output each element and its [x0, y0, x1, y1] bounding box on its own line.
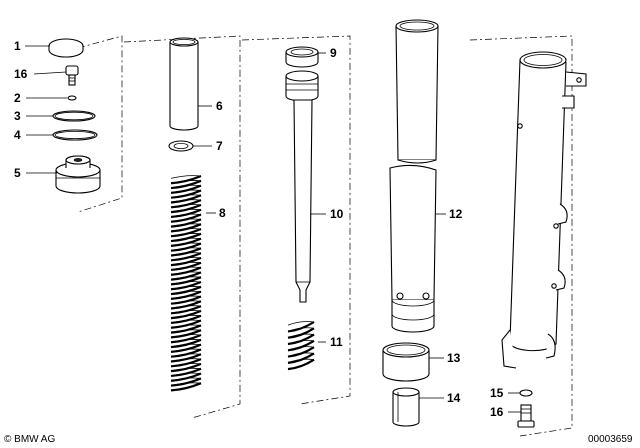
spring-coil-back — [170, 372, 202, 377]
spring-coil-back — [287, 358, 315, 364]
spring-coil-back — [170, 339, 202, 343]
spring-coil-back — [170, 367, 202, 372]
label-15: 15 — [490, 386, 504, 400]
label-9: 9 — [330, 46, 337, 60]
spring-coil-back — [170, 377, 202, 382]
copyright-text: © BMW AG — [4, 434, 55, 445]
label-11: 11 — [330, 335, 343, 349]
spring-coil-back — [170, 334, 202, 338]
spring-coil-back — [170, 223, 202, 227]
part-washer-7 — [168, 140, 194, 152]
leader-lines — [25, 45, 521, 413]
label-10: 10 — [330, 207, 344, 221]
spring-coil-back — [170, 324, 202, 329]
part-labels: 1 16 2 3 4 5 6 7 8 9 10 11 12 13 14 15 1… — [14, 39, 504, 419]
spring-coil-back — [170, 199, 202, 203]
part-plug-5 — [55, 155, 101, 194]
spring-coil-back — [287, 327, 315, 332]
spring-coil-back — [287, 346, 315, 351]
part-bush-13 — [382, 342, 430, 382]
part-tube-6 — [169, 37, 199, 131]
spring-coil-back — [170, 261, 202, 266]
spring-coil-back — [170, 266, 202, 271]
label-1: 1 — [14, 39, 21, 53]
part-bush-9 — [285, 46, 319, 68]
part-oring-4 — [52, 129, 98, 141]
spring-coil-back — [170, 290, 202, 295]
spring-coil-back — [170, 252, 202, 256]
spring-coil-back — [170, 363, 202, 367]
spring-coil-back — [170, 382, 202, 386]
part-slider-tube-12 — [389, 19, 439, 333]
part-screw-bottom — [517, 404, 535, 428]
spring-coil-back — [170, 189, 202, 194]
part-damper-rod-10 — [285, 70, 319, 303]
spring-coil-back — [170, 228, 202, 232]
spring-coil-back — [170, 286, 202, 290]
spring-coil-back — [170, 218, 202, 223]
spring-coil-back — [287, 321, 315, 326]
spring-coil-back — [170, 300, 202, 305]
label-8: 8 — [219, 206, 226, 220]
spring-coil-back — [170, 247, 202, 252]
spring-coil-back — [170, 276, 202, 280]
spring-coil-back — [170, 208, 202, 213]
label-14: 14 — [447, 391, 461, 405]
spring-coil-back — [170, 184, 202, 189]
part-cap — [48, 38, 84, 58]
spring-coil-back — [170, 305, 202, 309]
spring-coil-back — [170, 257, 202, 261]
spring-coil-back — [170, 281, 202, 285]
spring-coil-back — [170, 358, 202, 362]
spring-coil-back — [170, 213, 202, 218]
label-13: 13 — [447, 351, 461, 365]
spring-coil-back — [170, 271, 202, 276]
label-3: 3 — [14, 109, 21, 123]
part-fork-leg — [501, 51, 587, 369]
label-12: 12 — [449, 207, 463, 221]
spring-coil-back — [170, 180, 202, 184]
spring-coil-front — [287, 358, 315, 371]
spring-coil-back — [170, 295, 202, 300]
spring-coil-back — [287, 352, 315, 357]
spring-coil-back — [170, 242, 202, 247]
spring-coil-back — [170, 233, 202, 237]
part-spring-11 — [287, 321, 315, 371]
part-washer-15 — [519, 389, 533, 397]
part-oring-3 — [52, 110, 96, 122]
spring-coil-back — [170, 237, 202, 242]
spring-coil-back — [170, 329, 202, 333]
label-4: 4 — [14, 128, 21, 142]
part-bush-14 — [392, 387, 420, 427]
diagram-number: 00003659 — [588, 434, 633, 445]
spring-coil-back — [287, 339, 315, 345]
spring-coil-back — [287, 333, 315, 339]
spring-coil-back — [170, 194, 202, 199]
group-outlines — [77, 35, 573, 437]
spring-coil-back — [170, 353, 202, 358]
spring-coil-back — [170, 319, 202, 324]
label-16-top: 16 — [14, 67, 28, 81]
spring-coil-front — [170, 382, 202, 392]
label-7: 7 — [216, 139, 223, 153]
label-16-bottom: 16 — [490, 405, 504, 419]
spring-coil-back — [170, 343, 202, 348]
label-6: 6 — [216, 99, 223, 113]
label-5: 5 — [14, 166, 21, 180]
spring-coil-back — [170, 175, 202, 179]
spring-coil-back — [170, 204, 202, 208]
part-screw-top — [65, 65, 79, 86]
spring-coil-back — [170, 310, 202, 314]
part-spring-8 — [170, 174, 202, 392]
label-2: 2 — [14, 91, 21, 105]
part-small-washer — [67, 95, 77, 101]
spring-coil-back — [170, 314, 202, 319]
spring-coil-back — [170, 348, 202, 353]
